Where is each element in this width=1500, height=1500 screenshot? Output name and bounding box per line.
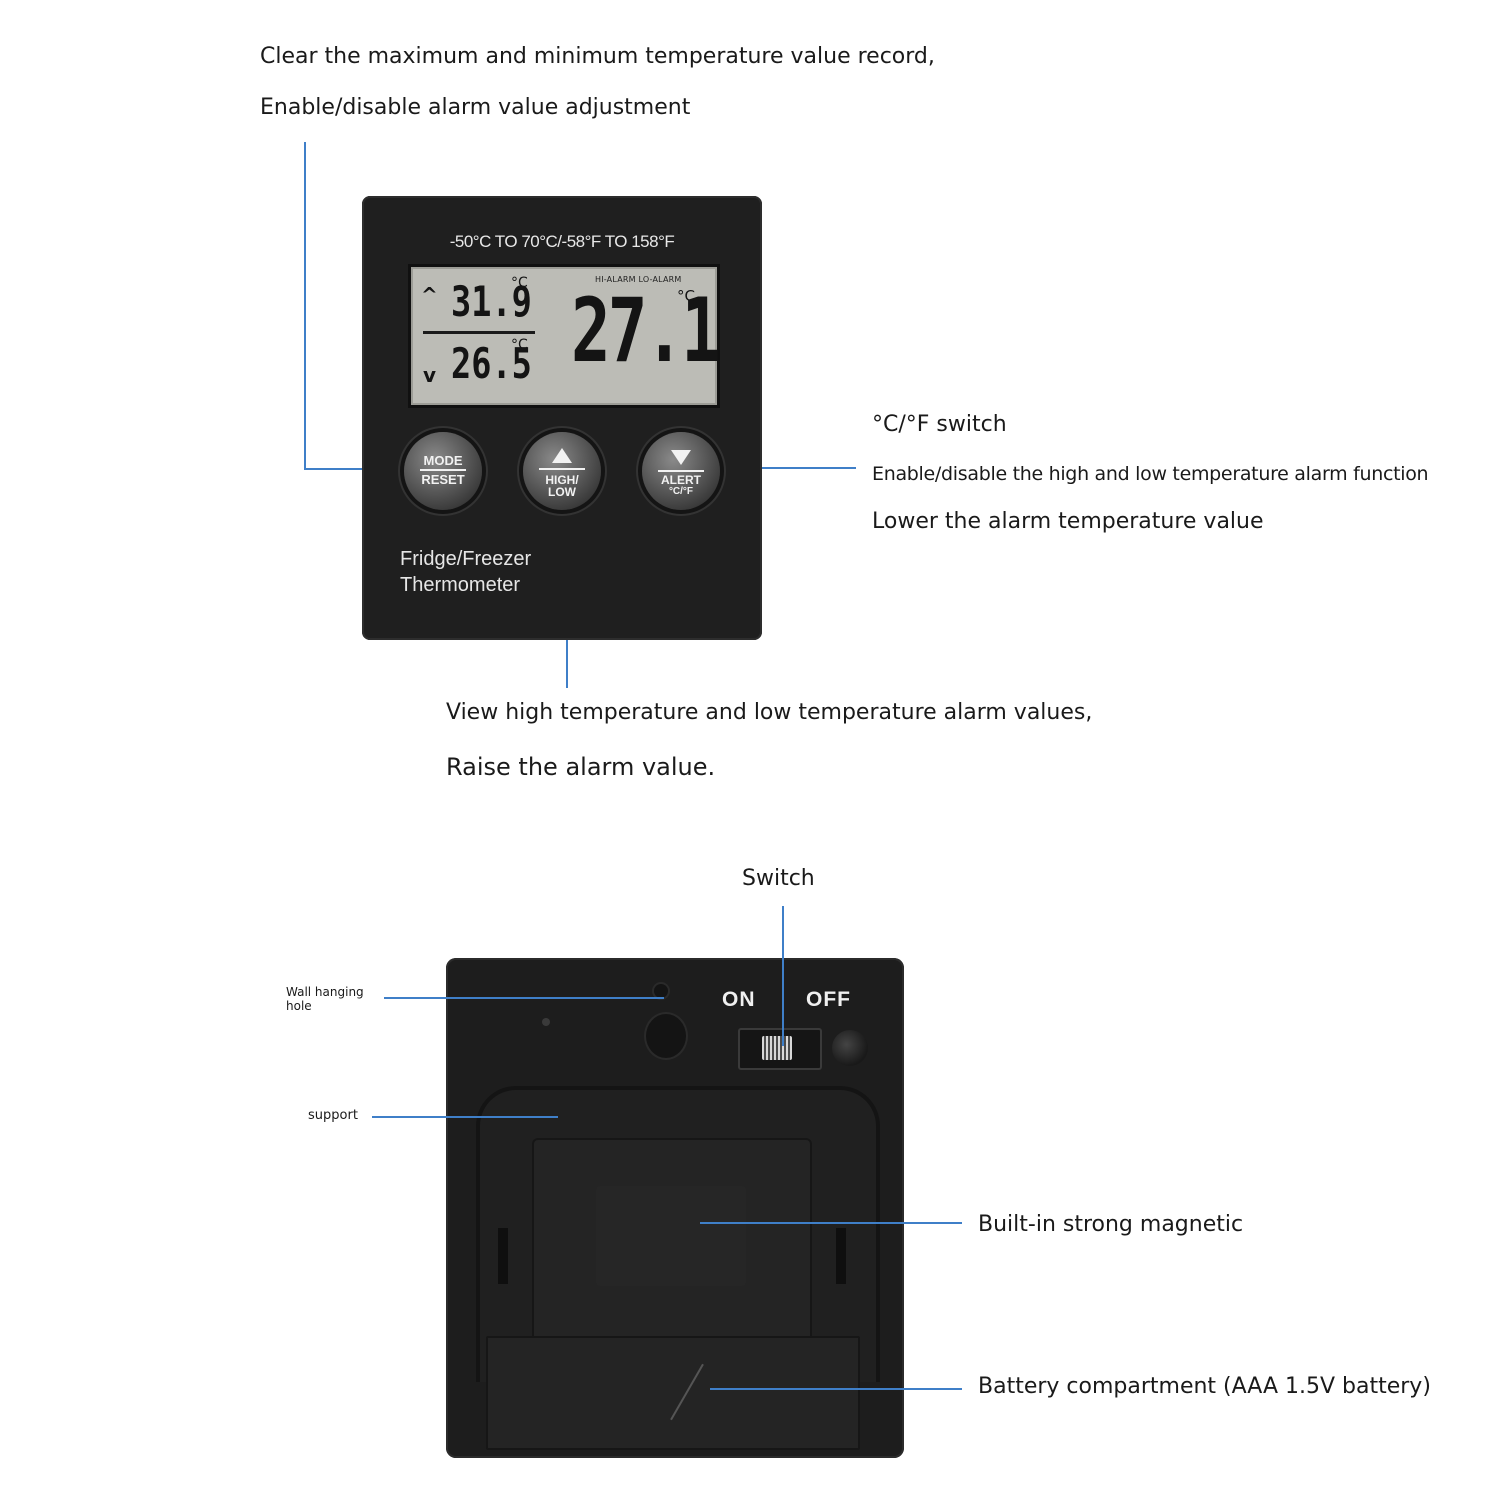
support-caption: support [308,1108,358,1123]
small-hole-icon [542,1018,550,1026]
min-unit: °C [511,337,528,353]
alert-unit-button[interactable]: ALERT °C/°F [642,432,720,510]
min-temperature-value: 26.5 [451,339,532,388]
battery-compartment[interactable] [486,1336,860,1450]
product-name-line2: Thermometer [400,574,521,596]
alert-label: ALERT [661,473,701,487]
switch-caption: Switch [742,866,815,891]
reset-label: RESET [421,472,465,487]
battery-caption: Battery compartment (AAA 1.5V battery) [978,1374,1431,1399]
lcd-display: ^ 31.9 °C v 26.5 °C HI-ALARM LO-ALARM 27… [408,264,721,408]
magnet-area [596,1186,746,1286]
high-low-caption-line1: View high temperature and low temperatur… [446,700,1093,725]
wall-hole-caption: Wall hanging hole [286,985,364,1013]
wall-hole-caption-line2: hole [286,999,312,1013]
switch-knob[interactable] [762,1036,792,1060]
thermometer-front: -50°C TO 70°C/-58°F TO 158°F ^ 31.9 °C v… [362,196,762,640]
right-hook [836,1228,846,1284]
alert-button-bar [658,470,704,472]
product-name-line1: Fridge/Freezer [400,548,532,570]
product-name: Fridge/Freezer Thermometer [400,546,531,598]
down-triangle-icon [671,450,691,465]
current-unit: °C [677,287,695,305]
round-knob [832,1030,868,1066]
max-temperature-value: 31.9 [451,277,532,326]
max-unit: °C [511,275,528,291]
mode-reset-leader-horizontal [304,468,414,470]
alarm-indicator-labels: HI-ALARM LO-ALARM [595,275,682,284]
mode-reset-leader-vertical [304,142,306,470]
magnetic-leader [700,1222,962,1224]
low-label: LOW [548,485,576,499]
battery-leader [710,1388,962,1390]
mode-reset-caption-line2: Enable/disable alarm value adjustment [260,95,691,120]
high-label: HIGH/ [545,473,579,487]
switch-leader [782,906,784,1046]
alert-caption-line2: Enable/disable the high and low temperat… [872,463,1429,485]
mode-button-bar [420,469,466,471]
mode-label: MODE [423,453,463,468]
wall-hanging-hole [646,1014,686,1058]
mode-reset-caption-line1: Clear the maximum and minimum temperatur… [260,44,935,69]
off-label: OFF [806,988,851,1011]
high-low-button[interactable]: HIGH/ LOW [523,432,601,510]
high-low-caption-line2: Raise the alarm value. [446,753,716,781]
high-button-bar [539,468,585,470]
current-temperature-value: 27.1 [571,279,721,382]
thermometer-back: ON OFF [446,958,904,1458]
mode-reset-button[interactable]: MODE RESET [404,432,482,510]
wall-hole-leader [384,997,664,999]
hanging-slot-icon [654,984,668,998]
temperature-range-label: -50°C TO 70°C/-58°F TO 158°F [449,232,675,251]
alert-caption-line3: Lower the alarm temperature value [872,509,1264,534]
wall-hole-caption-line1: Wall hanging [286,985,364,999]
left-hook [498,1228,508,1284]
support-leader [372,1116,558,1118]
alert-caption-line1: °C/°F switch [872,412,1007,437]
alert-leader [716,467,856,469]
power-switch[interactable] [738,1028,822,1070]
up-triangle-icon [552,448,572,463]
lcd-divider [423,331,535,334]
on-label: ON [722,988,756,1011]
magnetic-caption: Built-in strong magnetic [978,1212,1244,1237]
max-arrow-icon: ^ [421,283,438,307]
min-arrow-icon: v [423,363,437,387]
battery-cover-mark [670,1363,704,1421]
unit-switch-label: °C/°F [668,486,694,497]
